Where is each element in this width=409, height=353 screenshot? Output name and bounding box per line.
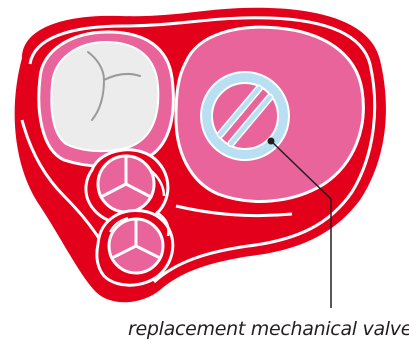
mechanical-valve-label: replacement mechanical valve (128, 318, 406, 340)
lower-small-valve (97, 210, 173, 285)
mechanical-valve (201, 72, 289, 160)
native-valve (51, 42, 158, 151)
